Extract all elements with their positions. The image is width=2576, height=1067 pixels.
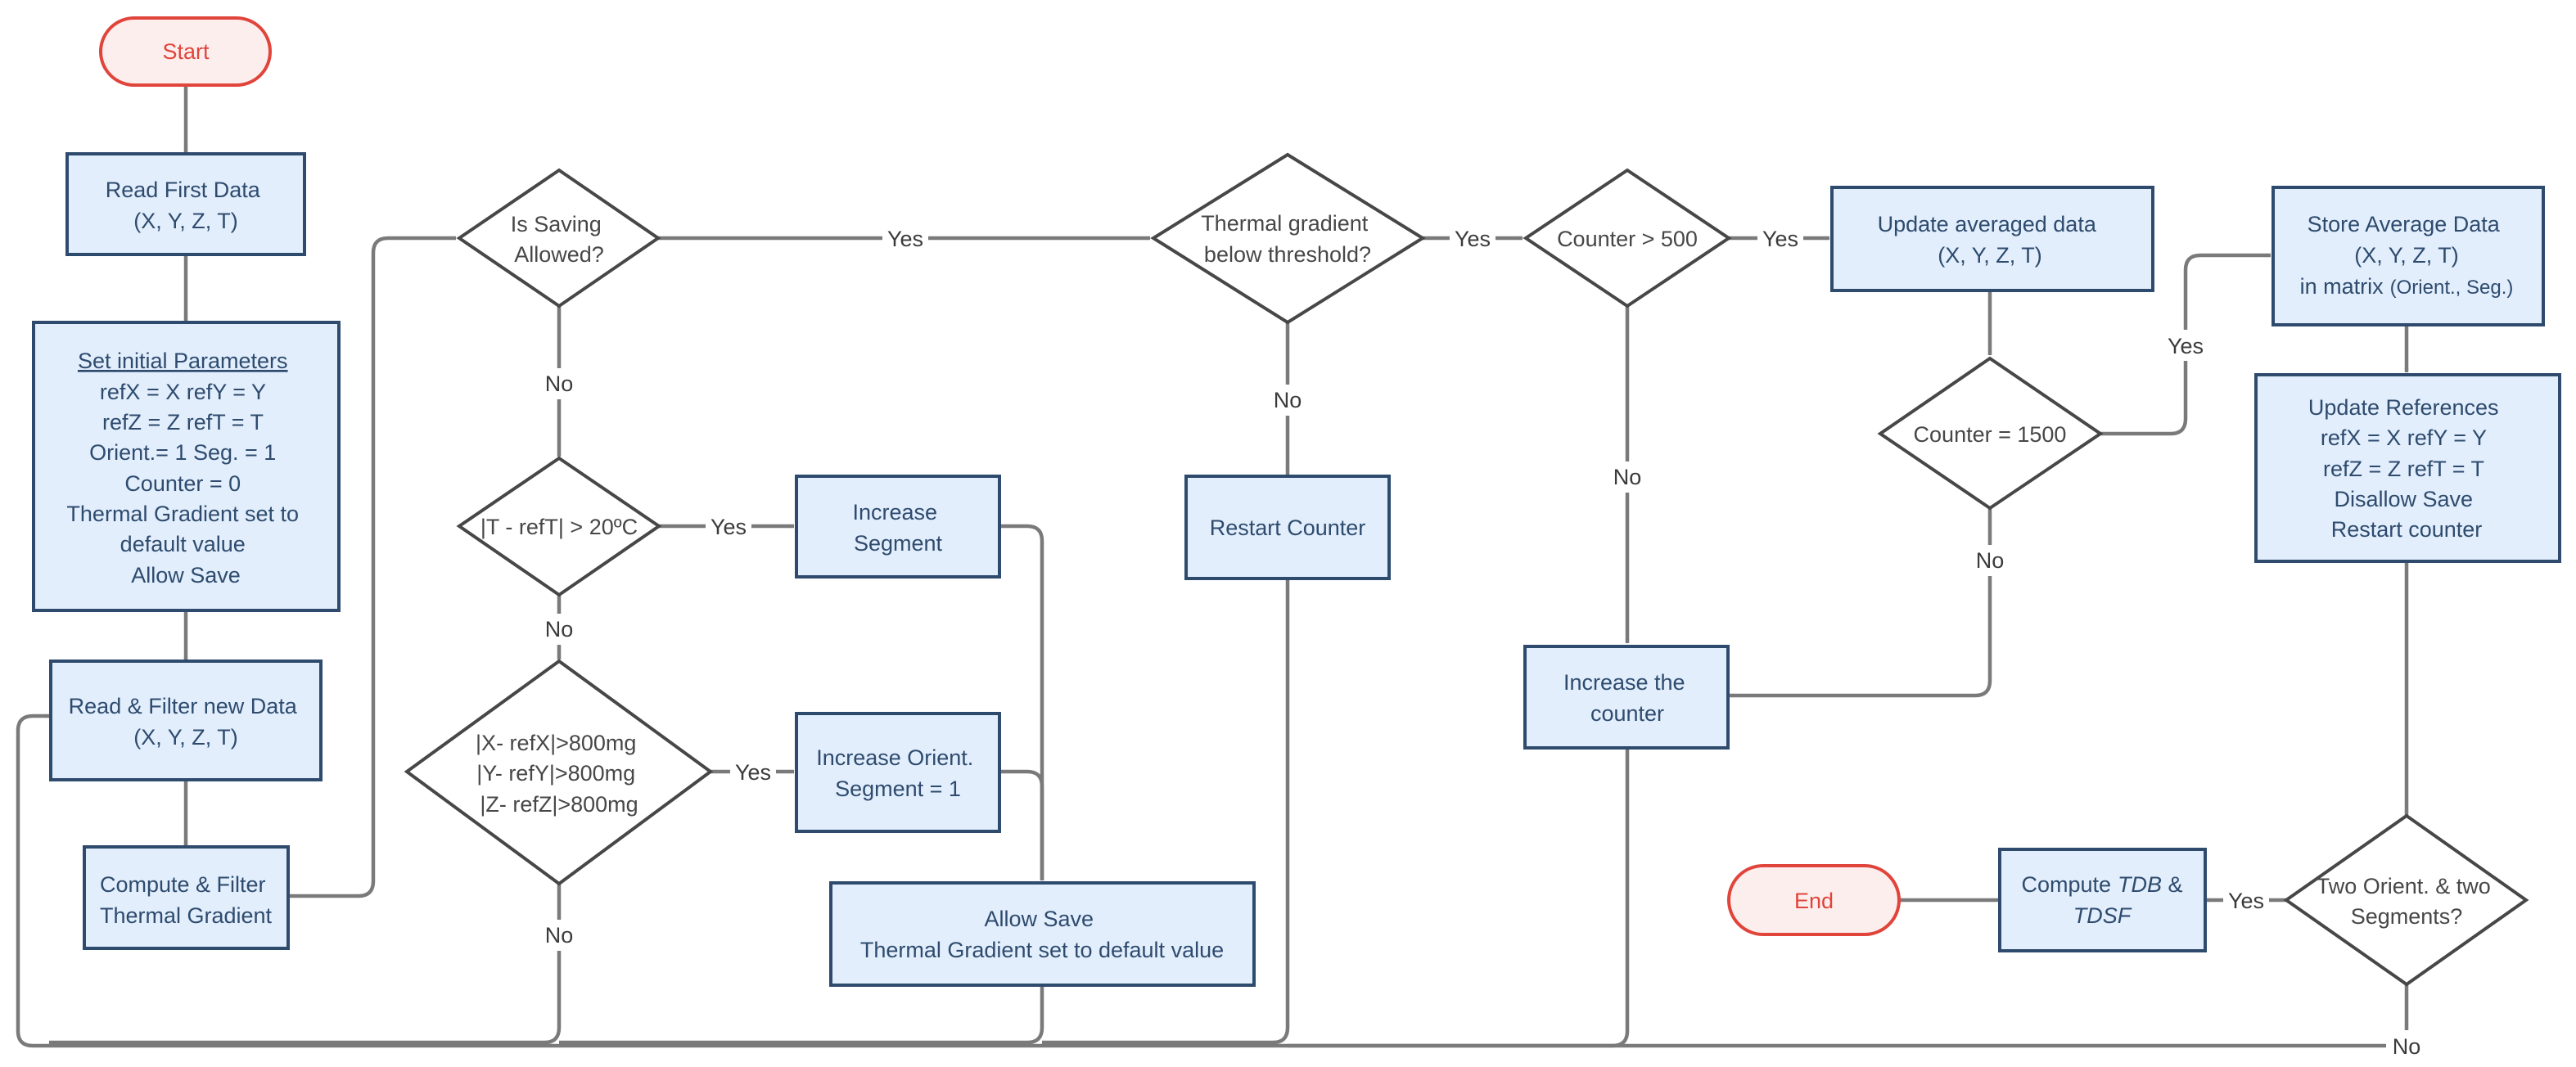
temperature-check-text: |T - refT| > 20ºC (480, 515, 638, 539)
read-first-data-shape (65, 152, 306, 256)
increase-segment-shape (795, 475, 1001, 579)
counter-1500-shape (1877, 356, 2104, 511)
temperature-check-shape (456, 456, 662, 597)
counter-500-decision: Counter > 500 (1523, 168, 1732, 308)
edge-c1500-no (1729, 508, 1992, 698)
label-issaving-no: No (545, 371, 574, 396)
temperature-check-decision: |T - refT| > 20ºC (456, 456, 662, 597)
label-twoorient-no: No (2393, 1034, 2421, 1059)
read-first-data-box: Read First Data (X, Y, Z, T) (65, 152, 306, 256)
increase-segment-text: Increase Segment (852, 500, 943, 556)
read-filter-text: Read & Filter new Data (X, Y, Z, T) (69, 694, 304, 750)
compute-filter-box: Compute & Filter Thermal Gradient (83, 845, 290, 950)
is-saving-allowed-text: Is Saving Allowed? (511, 212, 608, 267)
compute-filter-text: Compute & Filter Thermal Gradient (100, 872, 273, 928)
initial-parameters-box: Set initial Parameters refX = X refY = Y… (32, 321, 341, 612)
allow-save-text: Allow Save Thermal Gradient set to defau… (860, 907, 1224, 962)
label-thermal-no: No (1274, 388, 1302, 412)
label-c1500-yes: Yes (2168, 334, 2204, 358)
increase-orient-box: Increase Orient. Segment = 1 (795, 712, 1001, 833)
acceleration-check-shape (404, 659, 714, 886)
compute-filter-shape (83, 845, 290, 950)
label-thermal-yes: Yes (1455, 227, 1491, 251)
increase-counter-box: Increase the counter (1523, 645, 1730, 750)
initial-parameters-text: Set initial Parameters refX = X refY = Y… (66, 349, 305, 588)
thermal-gradient-decision: Thermal gradient below threshold? (1150, 152, 1426, 325)
end-shape (1727, 864, 1901, 936)
restart-counter-text: Restart Counter (1210, 515, 1366, 540)
initial-parameters-shape (32, 321, 341, 612)
increase-counter-text: Increase the counter (1563, 670, 1691, 726)
edge-orient-to-allowsave (999, 769, 1044, 880)
update-references-text: Update References refX = X refY = Y refZ… (2308, 395, 2505, 542)
read-filter-shape (49, 660, 323, 781)
thermal-gradient-text: Thermal gradient below threshold? (1201, 211, 1374, 267)
compute-tdb-shape (1998, 848, 2207, 952)
label-temp-no: No (545, 617, 574, 642)
label-accel-yes: Yes (735, 760, 771, 785)
update-averaged-shape (1830, 186, 2154, 292)
edge-segment-to-allowsave (999, 524, 1044, 881)
read-filter-box: Read & Filter new Data (X, Y, Z, T) (49, 660, 323, 781)
thermal-gradient-shape (1150, 152, 1426, 325)
counter-500-shape (1523, 168, 1732, 308)
label-twoorient-yes: Yes (2228, 889, 2264, 913)
restart-counter-shape (1184, 475, 1391, 580)
label-temp-yes: Yes (711, 515, 747, 539)
edge-accel-no (49, 884, 562, 1045)
is-saving-allowed-decision: Is Saving Allowed? (456, 168, 661, 308)
update-references-shape (2254, 373, 2561, 563)
label-issaving-yes: Yes (887, 227, 923, 251)
is-saving-allowed-shape (456, 168, 661, 308)
end-terminal: End (1727, 864, 1901, 936)
update-references-box: Update References refX = X refY = Y refZ… (2254, 373, 2561, 563)
label-c1500-no: No (1976, 548, 2005, 573)
label-c500-yes: Yes (1762, 227, 1798, 251)
allow-save-box: Allow Save Thermal Gradient set to defau… (829, 881, 1256, 987)
restart-counter-box: Restart Counter (1184, 475, 1391, 580)
two-orient-text: Two Orient. & two Segments? (2317, 874, 2497, 929)
store-average-shape (2271, 186, 2545, 326)
edge-compute-to-issaving (288, 236, 457, 898)
two-orient-shape (2283, 813, 2529, 987)
store-average-matrix-text: in matrix(Orient., Seg.) (2300, 274, 2514, 299)
update-averaged-box: Update averaged data (X, Y, Z, T) (1830, 186, 2154, 292)
increase-orient-text: Increase Orient. Segment = 1 (816, 745, 980, 801)
counter-1500-decision: Counter = 1500 (1877, 356, 2104, 511)
two-orient-decision: Two Orient. & two Segments? (2283, 813, 2529, 987)
update-averaged-text: Update averaged data (X, Y, Z, T) (1878, 212, 2103, 268)
acceleration-check-decision: |X- refX|>800mg |Y- refY|>800mg |Z- refZ… (404, 659, 714, 886)
label-accel-no: No (545, 923, 574, 948)
counter-500-text: Counter > 500 (1557, 227, 1698, 251)
increase-orient-shape (795, 712, 1001, 833)
increase-segment-box: Increase Segment (795, 475, 1001, 579)
edge-restart-return (1042, 579, 1290, 1045)
edge-twoorient-no (16, 714, 2409, 1048)
read-first-data-text: Read First Data (X, Y, Z, T) (106, 178, 267, 233)
allow-save-shape (829, 881, 1256, 987)
store-average-text: Store Average Data (X, Y, Z, T) (2308, 212, 2506, 268)
start-shape (99, 16, 272, 87)
compute-tdb-text-line2: TDSF (2073, 903, 2132, 928)
start-label: Start (162, 39, 210, 64)
acceleration-check-text: |X- refX|>800mg |Y- refY|>800mg |Z- refZ… (476, 731, 643, 817)
edge-labels: Yes No Yes No Yes No Yes No Yes No Yes N… (540, 223, 2427, 1061)
counter-1500-text: Counter = 1500 (1914, 422, 2067, 447)
store-average-box: Store Average Data (X, Y, Z, T) in matri… (2271, 186, 2545, 326)
edge-allowsave-return (559, 985, 1044, 1045)
edge-counter-return (1288, 748, 1630, 1048)
increase-counter-shape (1523, 645, 1730, 750)
label-c500-no: No (1613, 465, 1642, 489)
start-terminal: Start (99, 16, 272, 87)
end-label: End (1794, 889, 1834, 913)
